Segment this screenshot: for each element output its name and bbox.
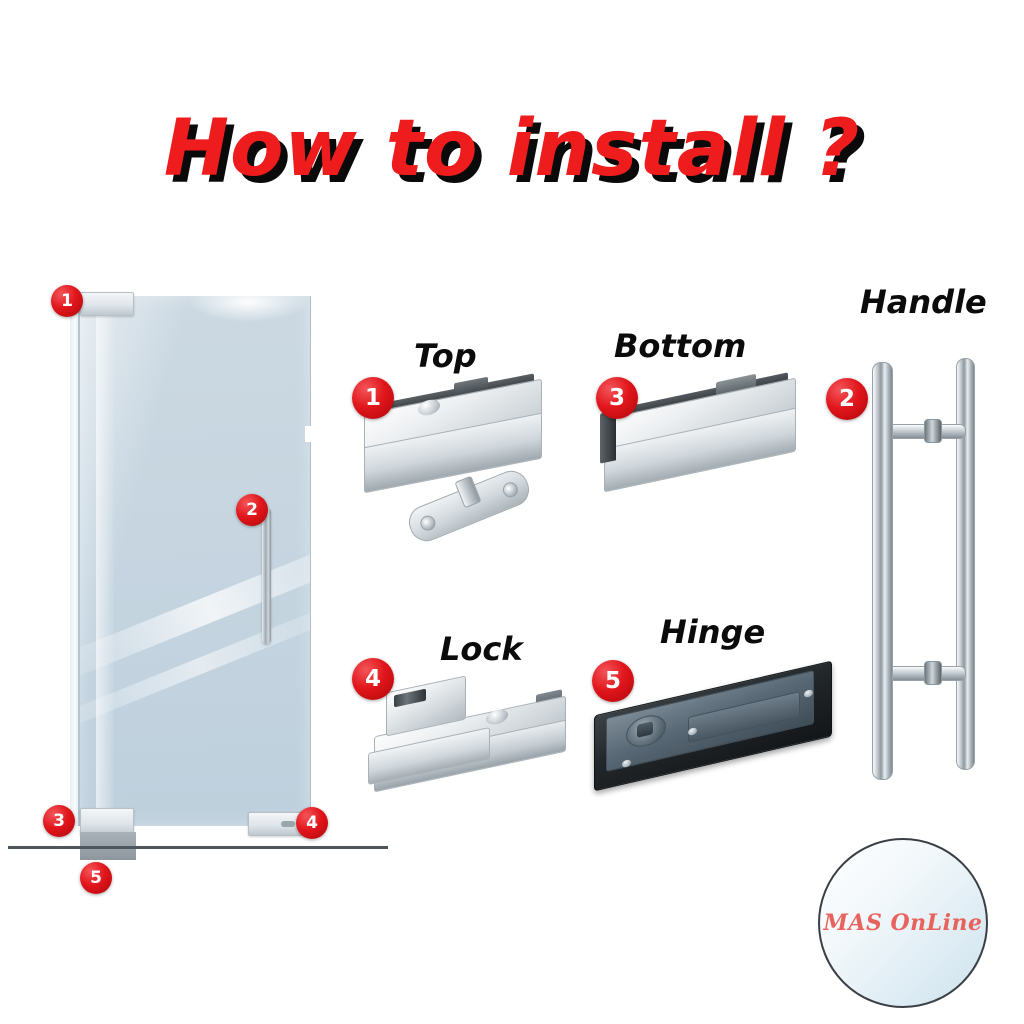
- door-bottom-left-patch-fitting: [80, 808, 134, 836]
- page-title: How to install ?: [163, 104, 861, 194]
- lock-keyhole-icon: [281, 821, 295, 827]
- part-badge-1: 1: [352, 377, 394, 419]
- caption-hinge: Hinge: [660, 613, 766, 651]
- part-badge-4-number: 4: [364, 665, 381, 692]
- caption-handle: Handle: [860, 283, 987, 321]
- caption-bottom: Bottom: [614, 327, 747, 365]
- part-badge-2: 2: [826, 378, 868, 420]
- part-badge-1-number: 1: [364, 384, 381, 411]
- callout-badge-2-number: 2: [246, 499, 258, 520]
- pivot-plate-screw-hole-left: [418, 513, 438, 533]
- part-badge-4: 4: [352, 658, 394, 700]
- caption-top: Top: [414, 337, 477, 375]
- handle-top-collar: [924, 419, 942, 443]
- pull-handle-illustration: [856, 356, 1006, 786]
- callout-badge-4: 4: [296, 807, 328, 839]
- glass-highlight-glint: [188, 296, 308, 322]
- callout-badge-5: 5: [80, 862, 112, 894]
- callout-badge-1: 1: [51, 285, 83, 317]
- part-badge-5: 5: [592, 660, 634, 702]
- door-top-patch-fitting: [80, 292, 134, 316]
- callout-badge-3-number: 3: [53, 810, 65, 831]
- callout-badge-2: 2: [236, 494, 268, 526]
- callout-badge-4-number: 4: [306, 812, 318, 833]
- patch-lock-illustration: [368, 670, 588, 810]
- part-badge-3-number: 3: [608, 384, 625, 411]
- handle-bottom-collar: [924, 661, 942, 685]
- pivot-plate-screw-hole-right: [500, 480, 521, 500]
- watermark-text: MAS OnLine: [823, 910, 983, 936]
- glass-door-panel: [78, 296, 311, 826]
- part-badge-3: 3: [596, 377, 638, 419]
- glass-vertical-reflection: [96, 296, 114, 826]
- floor-ground-line: [8, 846, 388, 849]
- handle-front-bar: [872, 362, 893, 780]
- part-badge-2-number: 2: [838, 385, 855, 412]
- glass-door-assembly: [0, 280, 400, 900]
- part-badge-5-number: 5: [604, 667, 621, 694]
- caption-lock: Lock: [440, 630, 523, 668]
- watermark-logo: MAS OnLine: [818, 838, 988, 1008]
- bottom-patch-fitting-illustration: [600, 356, 820, 516]
- callout-badge-3: 3: [43, 805, 75, 837]
- door-edge-notch: [305, 426, 311, 442]
- callout-badge-1-number: 1: [61, 290, 73, 311]
- handle-back-bar: [956, 358, 975, 770]
- door-pull-handle: [262, 508, 271, 644]
- callout-badge-5-number: 5: [90, 867, 102, 888]
